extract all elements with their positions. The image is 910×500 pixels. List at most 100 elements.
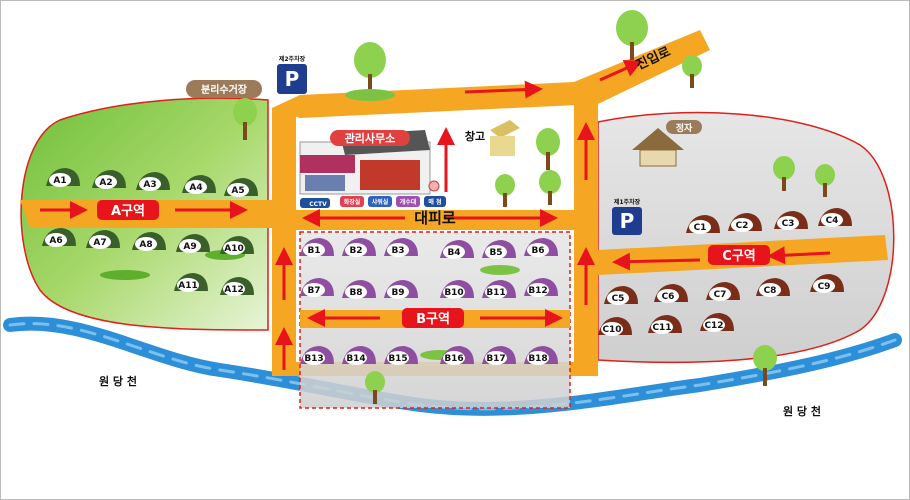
campsite-c4[interactable]: C4: [818, 208, 852, 227]
site-label: B12: [528, 286, 547, 296]
site-label: A12: [224, 285, 244, 295]
stream-label-right: 원 당 천: [783, 404, 821, 418]
site-label: C4: [826, 216, 839, 226]
site-plate: [223, 282, 245, 296]
site-plate: [387, 243, 409, 257]
campsite-a1[interactable]: A1: [46, 168, 80, 187]
campsite-c11[interactable]: C11: [648, 315, 682, 334]
facility-badges: CCTV 화장실 샤워실 개수대 매 점: [300, 180, 446, 208]
stream-label-left: 원 당 천: [99, 374, 137, 388]
site-label: B15: [388, 354, 407, 364]
site-label: B18: [528, 354, 547, 364]
campsite-c12[interactable]: C12: [700, 313, 734, 332]
site-label: A7: [93, 238, 106, 248]
campsite-a3[interactable]: A3: [136, 172, 170, 191]
site-plate: [657, 289, 679, 303]
campsite-a2[interactable]: A2: [92, 170, 126, 189]
parking1-label: 제1주차장: [614, 198, 641, 206]
site-plate: [135, 237, 157, 251]
campsite-b18[interactable]: B18: [524, 346, 558, 365]
site-plate: [139, 177, 161, 191]
campsite-c9[interactable]: C9: [810, 274, 844, 293]
zone-labels: A구역 B구역 C구역: [97, 200, 770, 328]
campsite-a7[interactable]: A7: [86, 230, 120, 249]
campsite-b14[interactable]: B14: [342, 346, 376, 365]
site-label: B11: [486, 288, 505, 298]
site-label: A10: [224, 244, 244, 254]
site-plate: [777, 216, 799, 230]
site-label: B17: [486, 354, 505, 364]
site-plate: [731, 218, 753, 232]
direction-arrows: [40, 59, 831, 370]
campsite-a8[interactable]: A8: [132, 232, 166, 251]
warehouse: 창고: [465, 120, 520, 156]
campsite-b9[interactable]: B9: [384, 280, 418, 299]
campsite-a11[interactable]: A11: [174, 273, 208, 292]
campsite-b16[interactable]: B16: [440, 346, 474, 365]
campsite-b17[interactable]: B17: [482, 346, 516, 365]
site-plate: [89, 235, 111, 249]
site-label: A11: [178, 281, 198, 291]
campsite-b5[interactable]: B5: [482, 240, 516, 259]
campsite-b12[interactable]: B12: [524, 278, 558, 297]
store-badge: 매 점: [428, 198, 441, 206]
campsite-c6[interactable]: C6: [654, 284, 688, 303]
campsite-b6[interactable]: B6: [524, 238, 558, 257]
campsite-b13[interactable]: B13: [300, 346, 334, 365]
campsite-a6[interactable]: A6: [42, 228, 76, 247]
site-label: C8: [764, 286, 777, 296]
campsite-b10[interactable]: B10: [440, 280, 474, 299]
site-label: C9: [818, 282, 831, 292]
campsite-b3[interactable]: B3: [384, 238, 418, 257]
cctv-badge: CCTV: [309, 201, 327, 208]
site-plate: [527, 243, 549, 257]
campsite-c10[interactable]: C10: [598, 317, 632, 336]
site-label: C2: [736, 221, 749, 231]
site-plate: [345, 243, 367, 257]
campsite-a4[interactable]: A4: [182, 175, 216, 194]
site-plate: [601, 322, 623, 336]
restroom-badge: 화장실: [344, 198, 361, 206]
campsite-a12[interactable]: A12: [220, 277, 254, 296]
campsite-a5[interactable]: A5: [224, 178, 258, 197]
site-label: A3: [143, 180, 156, 190]
campsite-b11[interactable]: B11: [482, 280, 516, 299]
shower-badge: 샤워실: [372, 198, 389, 206]
evacuation-road-label: 대피로: [414, 209, 456, 227]
site-plate: [443, 351, 465, 365]
site-plate: [821, 213, 843, 227]
site-label: C12: [704, 321, 723, 331]
campsite-b7[interactable]: B7: [300, 278, 334, 297]
site-label: A2: [99, 178, 112, 188]
campsite-c1[interactable]: C1: [686, 215, 720, 234]
site-plate: [485, 285, 507, 299]
site-label: B14: [346, 354, 365, 364]
campsite-a9[interactable]: A9: [176, 234, 210, 253]
site-plate: [45, 233, 67, 247]
site-plate: [179, 239, 201, 253]
site-label: A4: [189, 183, 202, 193]
site-label: B5: [489, 248, 502, 258]
campsite-b1[interactable]: B1: [300, 238, 334, 257]
campsite-b2[interactable]: B2: [342, 238, 376, 257]
site-label: B10: [444, 288, 463, 298]
campsite-c2[interactable]: C2: [728, 213, 762, 232]
site-label: C7: [714, 290, 727, 300]
site-label: B6: [531, 246, 544, 256]
campsite-c3[interactable]: C3: [774, 211, 808, 230]
campsite-c8[interactable]: C8: [756, 278, 790, 297]
campsite-a10[interactable]: A10: [220, 236, 254, 255]
site-label: C10: [602, 325, 621, 335]
campsite-b8[interactable]: B8: [342, 280, 376, 299]
recycling-area: 분리수거장: [186, 80, 262, 98]
campsite-b4[interactable]: B4: [440, 240, 474, 259]
recycling-label: 분리수거장: [201, 83, 248, 96]
parking-1: 제1주차장 P: [612, 198, 642, 235]
campsite-c5[interactable]: C5: [604, 286, 638, 305]
site-plate: [485, 351, 507, 365]
campsite-c7[interactable]: C7: [706, 282, 740, 301]
site-plate: [759, 283, 781, 297]
office-building: 관리사무소: [299, 130, 431, 195]
campsite-b15[interactable]: B15: [384, 346, 418, 365]
